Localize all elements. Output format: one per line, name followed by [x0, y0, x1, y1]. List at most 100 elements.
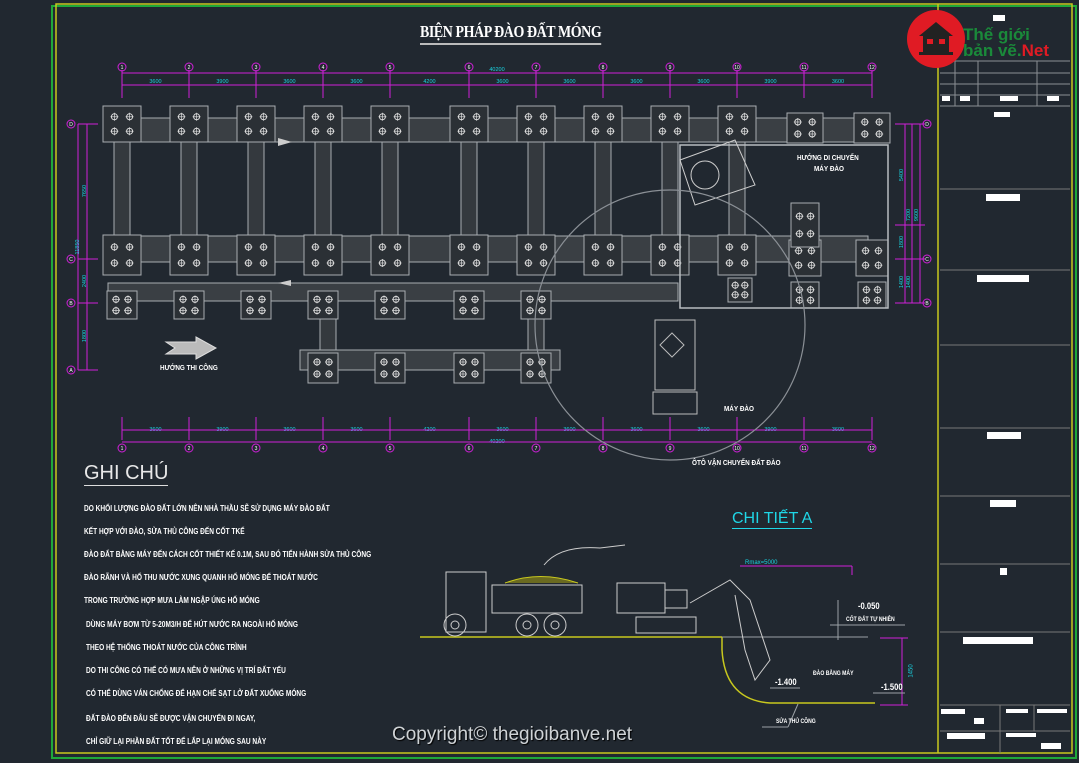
axis-bubble-top — [184, 62, 194, 72]
axis-bubble-top — [251, 62, 261, 72]
title-block-text — [987, 432, 1021, 439]
dim-text-top: 3600 — [630, 79, 642, 85]
axis-label-bottom: 10 — [734, 446, 740, 452]
dim-text-left: 7650 — [82, 185, 88, 197]
title-block-text — [1006, 709, 1028, 713]
foundation-pad — [307, 352, 339, 384]
axis-label-bottom: 3 — [255, 446, 258, 452]
foundation-pad — [169, 234, 209, 276]
truck-wheel — [443, 613, 467, 637]
dim-text-right: 1800 — [899, 236, 905, 248]
axis-label-top: 9 — [669, 65, 672, 71]
title-block-text — [994, 112, 1010, 117]
drawing-border — [55, 3, 1073, 754]
foundation-beam-vertical — [594, 139, 612, 239]
axis-bubble-bottom — [251, 443, 261, 453]
axis-label-bottom: 5 — [389, 446, 392, 452]
axis-bubble-bottom — [184, 443, 194, 453]
logo-house-icon — [907, 10, 965, 68]
axis-bubble-bottom — [318, 443, 328, 453]
outer-border — [51, 5, 1077, 759]
dim-text-left: 1800 — [82, 330, 88, 342]
dim-text-right: 1400 — [899, 276, 905, 288]
dump-truck-load — [504, 576, 579, 584]
foundation-pad — [169, 105, 209, 143]
axis-label-left: D — [69, 122, 73, 128]
detail-level-bot: -1.500 — [881, 682, 903, 692]
dim-text-right: 5400 — [899, 169, 905, 181]
dim-text-top: 3600 — [283, 79, 295, 85]
logo-text: Thế giới bản vẽ.Net — [963, 25, 1049, 60]
detail-level-mid: -1.400 — [775, 677, 797, 687]
title-block-text — [963, 637, 1033, 644]
logo-line2: bản vẽ. — [963, 41, 1022, 60]
axis-bubble-bottom — [531, 443, 541, 453]
truck-wheel — [543, 613, 567, 637]
foundation-pad — [374, 290, 406, 320]
title-block-text — [974, 718, 984, 724]
foundation-pad — [370, 105, 410, 143]
title-block-text — [941, 709, 965, 714]
axis-bubble-right — [922, 254, 932, 264]
foundation-pad — [786, 112, 824, 144]
axis-label-top: 12 — [869, 65, 875, 71]
title-block-text — [990, 500, 1016, 507]
axis-label-top: 10 — [734, 65, 740, 71]
foundation-pad — [236, 105, 276, 143]
foundation-pad — [717, 105, 757, 143]
foundation-beam-vertical — [460, 139, 478, 239]
note-line: TRONG TRƯỜNG HỢP MƯA LÀM NGẬP ÚNG HỐ MÓN… — [84, 596, 260, 605]
notes-heading: GHI CHÚ — [84, 462, 169, 486]
axis-label-top: 11 — [801, 65, 806, 71]
foundation-pad — [583, 234, 623, 276]
axis-bubble-top — [867, 62, 877, 72]
axis-bubble-bottom — [665, 443, 675, 453]
label-huong-thi-cong: HƯỚNG THI CÔNG — [160, 363, 218, 372]
dim-text-top: 3600 — [697, 79, 709, 85]
title-block-text — [942, 96, 950, 101]
foundation-pad — [855, 239, 889, 277]
foundation-pad — [853, 112, 891, 144]
foundation-pad — [453, 290, 485, 320]
foundation-pad — [717, 234, 757, 276]
foundation-beam — [299, 349, 561, 371]
axis-bubble-bottom — [464, 443, 474, 453]
axis-label-bottom: 6 — [468, 446, 471, 452]
title-block-text — [960, 96, 970, 101]
excavator-cab — [690, 160, 720, 190]
axis-bubble-bottom — [598, 443, 608, 453]
logo-line1: Thế giới — [963, 25, 1030, 44]
axis-label-top: 1 — [121, 65, 124, 71]
axis-bubble-bottom — [385, 443, 395, 453]
axis-bubble-right — [922, 119, 932, 129]
foundation-beam-vertical — [661, 139, 679, 239]
title-block-text — [1037, 709, 1067, 713]
note-line: CÓ THỂ DÙNG VÁN CHỐNG ĐỂ HẠN CHẾ SẠT LỞ … — [86, 689, 307, 698]
axis-bubble-right — [922, 298, 932, 308]
dim-text-left-total: 11850 — [75, 240, 81, 255]
axis-bubble-left — [66, 298, 76, 308]
axis-label-right: C — [925, 257, 929, 263]
foundation-pad — [516, 234, 556, 276]
truck-wheel — [515, 613, 539, 637]
foundation-beam-vertical — [180, 139, 198, 239]
logo-net: Net — [1021, 41, 1049, 60]
foundation-pad — [790, 281, 820, 309]
detail-sua-thu-cong: SỬA THỦ CÔNG — [776, 719, 816, 725]
axis-bubble-left — [66, 365, 76, 375]
axis-bubble-top — [799, 62, 809, 72]
axis-label-left: B — [69, 301, 73, 307]
detail-level-top-label: CỐT ĐẤT TỰ NHIÊN — [846, 617, 895, 623]
axis-bubble-bottom — [867, 443, 877, 453]
detail-rmax: Rmax=5000 — [745, 560, 778, 566]
foundation-beam-vertical — [113, 139, 131, 239]
truck-hub — [522, 620, 532, 630]
flow-arrow-icon — [278, 280, 291, 286]
axis-label-top: 2 — [188, 65, 191, 71]
title-block-text — [993, 15, 1005, 21]
truck-hub — [450, 620, 460, 630]
truck-hub — [550, 620, 560, 630]
axis-label-bottom: 11 — [801, 446, 806, 452]
excavator-cab — [664, 589, 688, 609]
axis-label-top: 3 — [255, 65, 258, 71]
